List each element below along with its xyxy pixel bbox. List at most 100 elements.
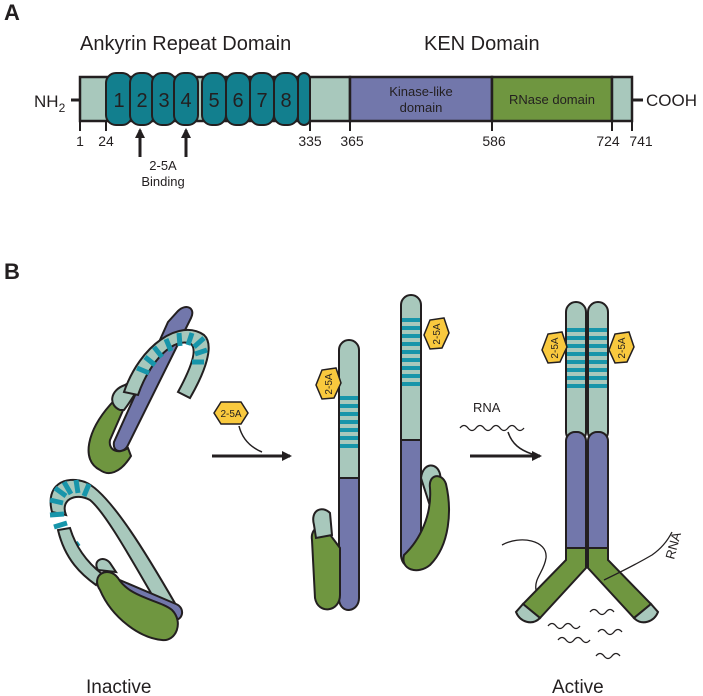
rna-strand xyxy=(603,531,673,581)
position-ticks xyxy=(79,121,633,131)
ankyrin-domain-title: Ankyrin Repeat Domain xyxy=(80,33,291,55)
ankyrin-stripes xyxy=(136,332,208,376)
binding-label-line2: Binding xyxy=(141,174,184,189)
ken-domain-title: KEN Domain xyxy=(424,33,540,55)
kinase-segment-left xyxy=(565,431,587,565)
2-5a-tag-label: 2-5A xyxy=(617,337,628,358)
linker-segment xyxy=(95,558,119,574)
ankyrin-repeat-4 xyxy=(173,72,199,126)
position-label: 586 xyxy=(482,133,506,149)
position-label: 335 xyxy=(298,133,322,149)
repeat-number: 8 xyxy=(280,90,291,112)
ankyrin-stripe xyxy=(136,365,150,376)
ankyrin-stripe xyxy=(81,483,92,497)
ankyrin-stripe xyxy=(176,332,183,347)
ankyrin-stripes xyxy=(402,318,420,386)
2-5a-hexagon xyxy=(608,331,635,364)
repeat-number: 1 xyxy=(113,90,124,112)
repeat-number: 3 xyxy=(158,90,169,112)
2-5a-hexagon xyxy=(213,401,249,425)
2-5a-tag-label: 2-5A xyxy=(550,337,561,358)
c-terminal-tail xyxy=(610,75,634,123)
rnase-domain xyxy=(490,75,614,123)
repeat-number: 7 xyxy=(256,90,267,112)
ankyrin-stripe xyxy=(73,479,81,494)
2-5a-tag-label: 2-5A xyxy=(432,323,443,344)
n-terminus-text: NH xyxy=(34,92,59,111)
kinase-domain-label-line2: domain xyxy=(400,100,443,115)
ankyrin-stripe xyxy=(192,336,206,349)
ankyrin-stripe xyxy=(152,345,164,359)
rna-strand xyxy=(595,652,621,660)
intermediate-monomer-right: 2-5A xyxy=(400,294,450,572)
binding-curve xyxy=(238,425,263,453)
n-terminus-label: NH2 xyxy=(34,92,66,115)
ankyrin-stripe xyxy=(185,332,195,346)
rnase-domain-label: RNase domain xyxy=(509,92,595,107)
rna-squiggle xyxy=(459,424,525,432)
repeat-number: 4 xyxy=(180,90,191,112)
panel-a-letter: A xyxy=(4,0,20,25)
position-label: 365 xyxy=(340,133,364,149)
kinase-like-domain xyxy=(348,75,494,123)
panel-b-letter: B xyxy=(4,259,20,284)
2-5a-hexagon xyxy=(423,317,450,350)
rnase-segment xyxy=(402,475,450,572)
2-5a-tag-label: 2-5A xyxy=(220,409,241,420)
rnase-segment-right xyxy=(587,547,653,620)
ankyrin-stripe xyxy=(49,511,65,518)
repeat-number: 2 xyxy=(136,90,147,112)
rna-side-label: RNA xyxy=(662,530,684,561)
inactive-monomer-lower xyxy=(49,478,184,642)
kinase-domain-label-line1: Kinase-like xyxy=(389,84,453,99)
position-label: 1 xyxy=(76,133,84,149)
ankyrin-stripes xyxy=(340,396,358,448)
kinase-segment xyxy=(112,306,194,452)
rna-strand xyxy=(597,628,623,636)
2-5a-hexagon xyxy=(315,367,342,400)
position-label: 24 xyxy=(98,133,114,149)
lower-ankyrin-base xyxy=(56,526,104,587)
ankyrin-stripe xyxy=(53,485,68,499)
2-5a-hexagon xyxy=(541,331,568,364)
intermediate-monomer-left: 2-5A xyxy=(310,339,360,611)
active-label: Active xyxy=(552,677,604,696)
panel-a: A Ankyrin Repeat Domain KEN Domain NH2 C… xyxy=(4,0,697,189)
rnase-segment xyxy=(310,525,341,611)
ankyrin-stripe xyxy=(194,347,208,357)
active-dimer: 2-5A 2-5A xyxy=(514,301,660,624)
c-terminus-label: COOH xyxy=(646,91,697,110)
rnase-segment xyxy=(96,571,179,642)
rna-strands xyxy=(501,531,673,660)
position-label: 741 xyxy=(629,133,653,149)
inactive-monomer-upper xyxy=(87,306,210,474)
ankyrin-stripe xyxy=(143,355,157,367)
rna-strand xyxy=(557,636,591,644)
tail-right xyxy=(632,602,660,624)
rnase-segment-left xyxy=(521,547,587,620)
position-label: 724 xyxy=(596,133,620,149)
kinase-segment-right xyxy=(587,431,609,565)
rna-label: RNA xyxy=(473,400,501,415)
ankyrin-stripe xyxy=(61,480,74,496)
rna-strand xyxy=(501,539,547,591)
repeat-number: 5 xyxy=(208,90,219,112)
n-terminus-subscript: 2 xyxy=(59,101,66,115)
tail-left xyxy=(514,602,542,624)
inactive-label: Inactive xyxy=(86,677,151,696)
ankyrin-stripe xyxy=(53,520,68,530)
position-labels: 1 24 335 365 586 724 741 xyxy=(76,133,653,149)
ankyrin-repeat-partial xyxy=(297,72,311,126)
ankyrin-stripe xyxy=(163,338,174,352)
rna-strand xyxy=(547,622,581,630)
ankyrin-stripe xyxy=(49,497,64,506)
kinase-segment xyxy=(338,477,360,611)
2-5a-tag-label: 2-5A xyxy=(324,373,335,394)
free-2-5a-tag: 2-5A xyxy=(213,401,249,425)
rna-curve xyxy=(507,431,533,455)
rna-strand xyxy=(589,608,615,616)
ankyrin-stripes xyxy=(567,328,607,388)
binding-label-line1: 2-5A xyxy=(149,158,177,173)
ankyrin-repeats: 1 2 3 4 5 6 7 8 xyxy=(105,72,311,126)
